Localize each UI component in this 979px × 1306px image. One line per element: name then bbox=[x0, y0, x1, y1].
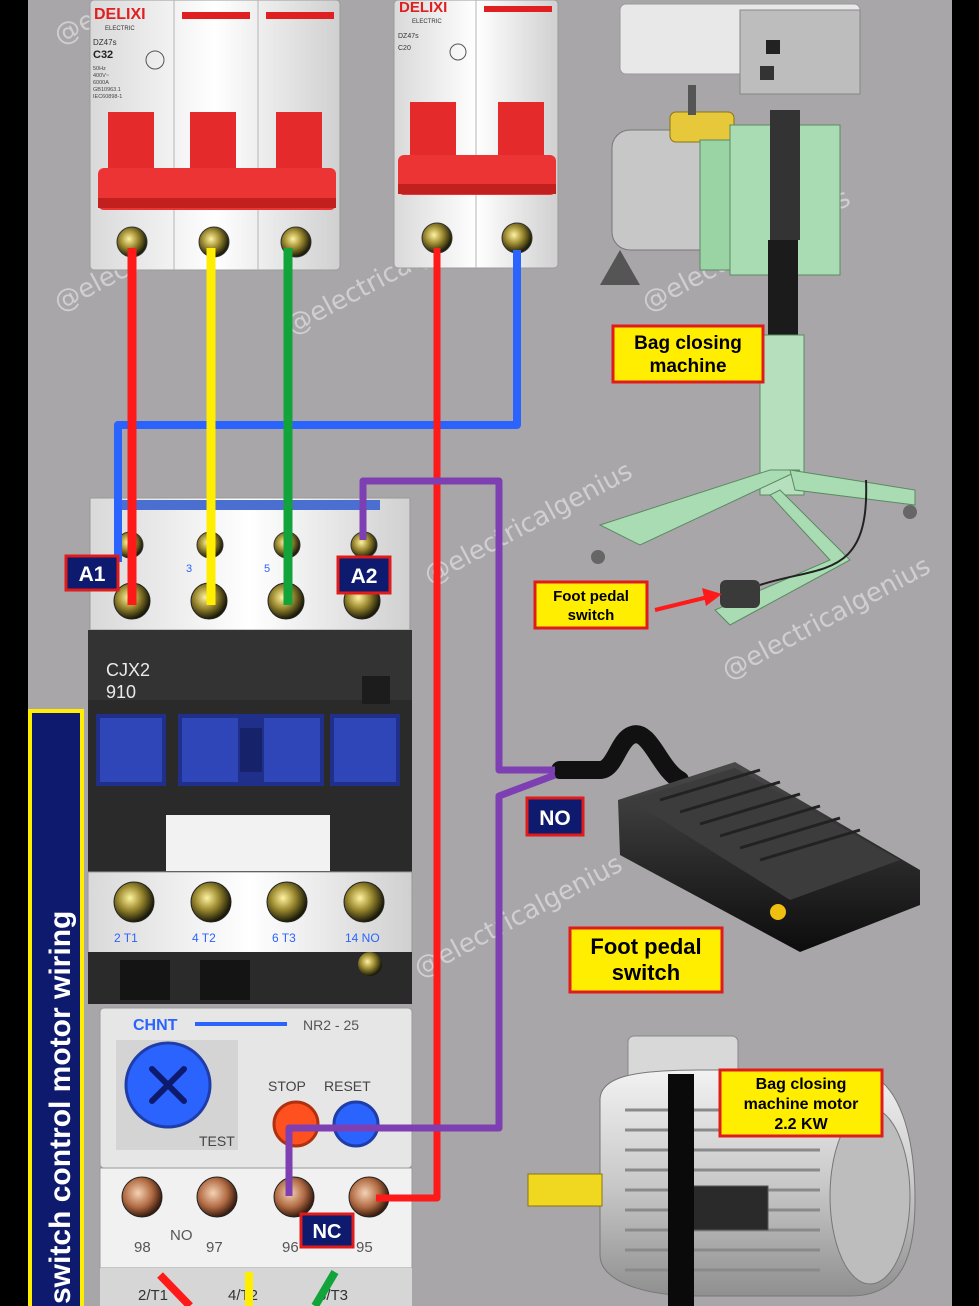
relay-model: NR2 - 25 bbox=[303, 1017, 359, 1033]
wire-purple-no-to-96 bbox=[285, 771, 557, 1196]
relay-bottom-label: 2/T1 bbox=[138, 1287, 168, 1304]
terminal-mark: 3 bbox=[186, 563, 192, 575]
relay-terminal-label: 97 bbox=[206, 1239, 223, 1256]
terminal-mark: 4 T2 bbox=[192, 931, 216, 945]
tag-nc-text: NC bbox=[313, 1221, 342, 1243]
tag-a1 bbox=[64, 554, 120, 592]
arrow-icon bbox=[654, 588, 722, 612]
reset-label: RESET bbox=[324, 1078, 371, 1094]
breaker-spec: 50Hz bbox=[93, 66, 106, 72]
contactor-model: CJX2 bbox=[106, 660, 150, 680]
breaker-spec: IEC60898-1 bbox=[93, 94, 122, 100]
callout-text: Bag closing bbox=[634, 333, 742, 354]
reset-button-icon bbox=[332, 1100, 380, 1148]
callout-text: machine motor bbox=[744, 1096, 859, 1113]
breaker-brand: DELIXI bbox=[399, 0, 447, 16]
callout-motor bbox=[718, 1068, 884, 1138]
terminal-screw-icon bbox=[190, 881, 232, 923]
terminal-screw-icon bbox=[113, 881, 155, 923]
tag-nc bbox=[299, 1212, 355, 1249]
relay-terminal-label: 96 bbox=[282, 1239, 299, 1256]
breaker-spec: GB10963.1 bbox=[93, 87, 121, 93]
stop-button-icon bbox=[272, 1100, 320, 1148]
breaker-spec: 400V~ bbox=[93, 73, 109, 79]
terminal-screw-icon bbox=[121, 1176, 163, 1218]
tag-no-text: NO bbox=[539, 807, 571, 830]
callout-foot-pedal-small bbox=[533, 580, 649, 630]
certification-mark-icon bbox=[449, 43, 467, 61]
terminal-screw-icon bbox=[266, 881, 308, 923]
relay-terminal-label: 98 bbox=[134, 1239, 151, 1256]
breaker-model: DZ47s bbox=[93, 38, 117, 47]
wire-purple-a2-to-no bbox=[359, 477, 555, 774]
foot-pedal-illustration bbox=[551, 725, 920, 952]
tag-a2 bbox=[336, 555, 392, 595]
breaker-spec: 6000A bbox=[93, 80, 109, 86]
wire-red-phase-to-95 bbox=[376, 248, 441, 1202]
callout-foot-pedal-large bbox=[568, 926, 724, 994]
terminal-mark: 14 NO bbox=[345, 931, 380, 945]
breaker-subbrand: ELECTRIC bbox=[105, 26, 135, 32]
callout-text: switch bbox=[568, 607, 615, 624]
wire-blue-neutral bbox=[114, 250, 521, 562]
test-label: TEST bbox=[199, 1133, 235, 1149]
terminal-screw-icon bbox=[273, 1176, 315, 1218]
side-title-text: switch control motor wiring bbox=[44, 911, 77, 1304]
breaker-two-pole: DELIXI ELECTRIC DZ47s C20 bbox=[393, 0, 559, 269]
breaker-subbrand: ELECTRIC bbox=[412, 19, 442, 25]
relay-terminal-label: NO bbox=[170, 1227, 193, 1244]
breaker-three-pole: DELIXI ELECTRIC DZ47s C32 50Hz 400V~ 600… bbox=[89, 0, 341, 271]
contactor: 3 5 CJX2 910 2 T1 4 T2 6 T3 14 NO bbox=[87, 497, 413, 1004]
callout-text: Foot pedal bbox=[590, 934, 701, 959]
relay-terminal-label: 95 bbox=[356, 1239, 373, 1256]
callout-text: Bag closing bbox=[756, 1076, 847, 1093]
callout-text: machine bbox=[649, 356, 726, 377]
terminal-screw-icon bbox=[343, 881, 385, 923]
terminal-mark: 6 T3 bbox=[272, 931, 296, 945]
bag-closing-machine-illustration bbox=[591, 3, 917, 626]
terminal-tags: A1 A2 NO NC bbox=[64, 554, 585, 1249]
callout-text: switch bbox=[612, 960, 680, 985]
overload-relay: CHNT NR2 - 25 STOP RESET TEST 98 NO 97 9… bbox=[99, 1007, 413, 1306]
terminal-screw-icon bbox=[196, 1176, 238, 1218]
tag-a1-text: A1 bbox=[79, 563, 106, 586]
terminal-screw-icon bbox=[501, 222, 533, 254]
callout-text: Foot pedal bbox=[553, 588, 629, 605]
terminal-mark: 2 T1 bbox=[114, 931, 138, 945]
wires bbox=[114, 248, 557, 1306]
callout-bag-closing-machine bbox=[611, 324, 765, 384]
relay-bottom-label: 4/T2 bbox=[228, 1287, 258, 1304]
callout-text: 2.2 KW bbox=[774, 1116, 828, 1133]
breaker-rating: C32 bbox=[93, 49, 113, 61]
tag-no bbox=[525, 796, 585, 837]
contactor-model: 910 bbox=[106, 682, 136, 702]
relay-brand: CHNT bbox=[133, 1017, 178, 1034]
callouts: Bag closing machine Foot pedal switch Fo… bbox=[533, 324, 884, 1138]
tag-a2-text: A2 bbox=[351, 565, 378, 588]
side-title-panel: switch control motor wiring bbox=[28, 709, 84, 1306]
stop-label: STOP bbox=[268, 1078, 306, 1094]
terminal-mark: 5 bbox=[264, 563, 270, 575]
breaker-rating: C20 bbox=[398, 45, 411, 52]
breaker-brand: DELIXI bbox=[94, 6, 146, 23]
breaker-model: DZ47s bbox=[398, 33, 419, 40]
certification-mark-icon bbox=[145, 50, 165, 70]
